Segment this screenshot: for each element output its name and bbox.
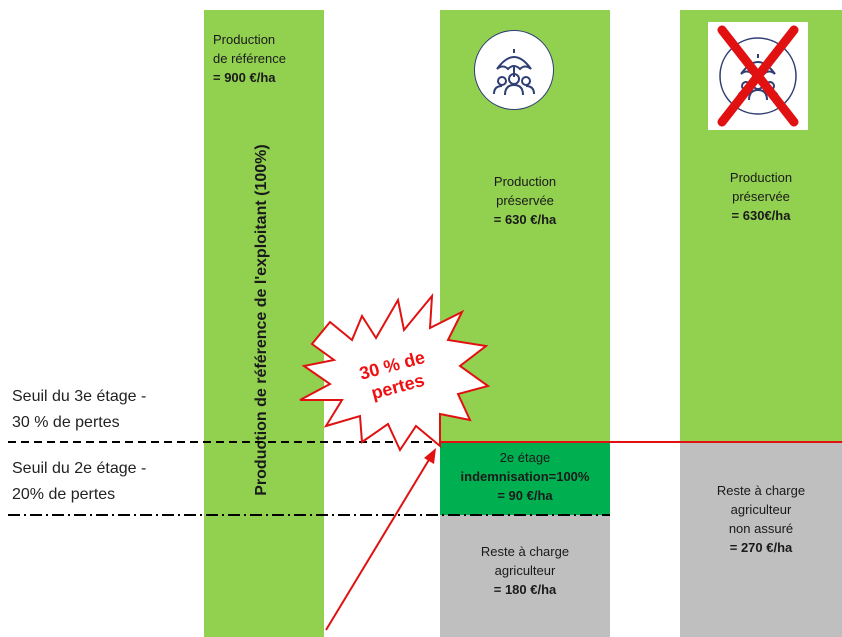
uninsured-remaining-line3: non assuré <box>728 521 794 536</box>
stage2-line1: 2e étage <box>499 450 551 465</box>
stage2-text: 2e étage indemnisation=100% = 90 €/ha <box>440 448 610 505</box>
stage3-threshold-line2: 30 % de pertes <box>12 414 120 431</box>
insured-remaining-value: = 180 €/ha <box>493 582 557 597</box>
uninsured-remaining-block <box>680 442 842 637</box>
reference-production-column <box>204 10 324 637</box>
reference-value: = 900 €/ha <box>213 70 276 85</box>
umbrella-people-crossed-icon-svg <box>717 25 799 127</box>
insured-preserved-value: = 630 €/ha <box>493 212 557 227</box>
insured-preserved-line1: Production <box>493 174 557 189</box>
stage2-threshold-line2: 20% de pertes <box>12 486 116 503</box>
stage3-threshold-label: Seuil du 3e étage - 30 % de pertes <box>12 384 146 436</box>
stage2-line2: indemnisation=100% <box>460 469 590 484</box>
loss-burst-shape <box>299 292 491 453</box>
uninsured-preserved-value: = 630€/ha <box>731 208 791 223</box>
reference-line2: de référence <box>213 51 286 66</box>
umbrella-people-crossed-icon <box>708 22 808 130</box>
loss-arrow <box>325 457 431 631</box>
stage2-indemnity-block <box>440 442 610 515</box>
umbrella-people-icon <box>474 30 554 110</box>
uninsured-remaining-value: = 270 €/ha <box>729 540 793 555</box>
insured-preserved-line2: préservée <box>496 193 554 208</box>
insured-remaining-line2: agriculteur <box>494 563 556 578</box>
stage2-value: = 90 €/ha <box>497 488 553 503</box>
loss-arrow-head <box>424 448 436 464</box>
uninsured-preserved-line1: Production <box>729 170 793 185</box>
umbrella-people-icon-svg <box>493 49 535 96</box>
uninsured-remaining-text: Reste à charge agriculteur non assuré = … <box>680 481 842 557</box>
stage3-threshold-line1: Seuil du 3e étage - <box>12 388 147 405</box>
uninsured-preserved-text: Production préservée = 630€/ha <box>680 168 842 225</box>
stage2-threshold-line1: Seuil du 2e étage - <box>12 460 147 477</box>
insured-preserved-text: Production préservée = 630 €/ha <box>440 172 610 229</box>
insured-remaining-line1: Reste à charge <box>480 544 570 559</box>
stage2-threshold-label: Seuil du 2e étage - 20% de pertes <box>12 456 146 508</box>
uninsured-preserved-line2: préservée <box>732 189 790 204</box>
reference-line1: Production <box>213 32 276 47</box>
reference-production-label: Production de référence = 900 €/ha <box>213 30 286 87</box>
insured-remaining-block <box>440 515 610 637</box>
insured-remaining-text: Reste à charge agriculteur = 180 €/ha <box>440 542 610 599</box>
uninsured-remaining-line1: Reste à charge <box>716 483 806 498</box>
uninsured-remaining-line2: agriculteur <box>730 502 792 517</box>
